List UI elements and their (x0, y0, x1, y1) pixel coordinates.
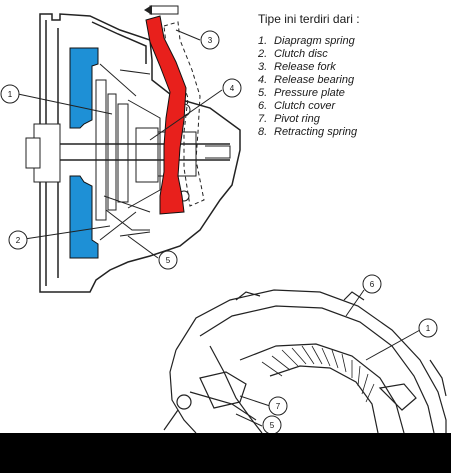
legend-item-label: Diapragm spring (274, 35, 355, 47)
legend-item-label: Clutch disc (274, 48, 328, 60)
legend-item-number: 6. (258, 100, 268, 112)
legend-item: 5. Pressure plate (258, 87, 448, 100)
movement-arrow-icon (144, 5, 179, 15)
legend-item: 2. Clutch disc (258, 48, 448, 61)
callout-number: 5 (166, 256, 171, 265)
legend-item: 7. Pivot ring (258, 113, 448, 126)
legend-title: Tipe ini terdiri dari : (258, 12, 360, 26)
legend-item-label: Retracting spring (274, 126, 358, 138)
clutch-internals (25, 63, 231, 241)
legend-item: 8. Retracting spring (258, 126, 448, 139)
legend-item-number: 4. (258, 74, 268, 86)
callout-leaders-top (17, 29, 223, 259)
callout-number: 1 (426, 324, 431, 333)
callout-number: 7 (276, 402, 281, 411)
legend-item-number: 7. (258, 113, 268, 125)
legend-item-label: Pressure plate (274, 87, 345, 99)
legend-item: 3. Release fork (258, 61, 448, 74)
callout-number: 2 (16, 236, 21, 245)
callout-number: 1 (8, 90, 13, 99)
callout-number: 6 (370, 280, 375, 289)
clutch-assembly-perspective (163, 289, 447, 434)
legend-item-number: 2. (258, 48, 268, 60)
clutch-disc-highlight (69, 47, 99, 259)
parts-legend: Tipe ini terdiri dari : 1. Diapragm sprin… (258, 12, 448, 139)
legend-item-number: 1. (258, 35, 268, 47)
legend-item-label: Release fork (274, 61, 336, 73)
callouts-bottom: 6 1 7 5 (262, 274, 438, 435)
legend-item: 4. Release bearing (258, 74, 448, 87)
release-fork-highlight (145, 15, 187, 215)
callout-number: 3 (208, 36, 213, 45)
release-fork-dashed-outline (163, 21, 205, 207)
bottom-black-bar (0, 433, 451, 473)
legend-item-label: Clutch cover (274, 100, 336, 112)
legend-item-label: Release bearing (274, 74, 355, 86)
callout-number: 4 (230, 84, 235, 93)
callout-leaders-bottom (235, 289, 421, 427)
legend-item: 6. Clutch cover (258, 100, 448, 113)
legend-item-number: 8. (258, 126, 268, 138)
legend-item-label: Pivot ring (274, 113, 320, 125)
callout-number: 5 (270, 421, 275, 430)
legend-list: 1. Diapragm spring 2. Clutch disc 3. Releas… (258, 35, 448, 139)
callouts-top: 1 2 3 4 5 (0, 30, 242, 270)
legend-item: 1. Diapragm spring (258, 35, 448, 48)
legend-item-number: 3. (258, 61, 268, 73)
legend-item-number: 5. (258, 87, 268, 99)
